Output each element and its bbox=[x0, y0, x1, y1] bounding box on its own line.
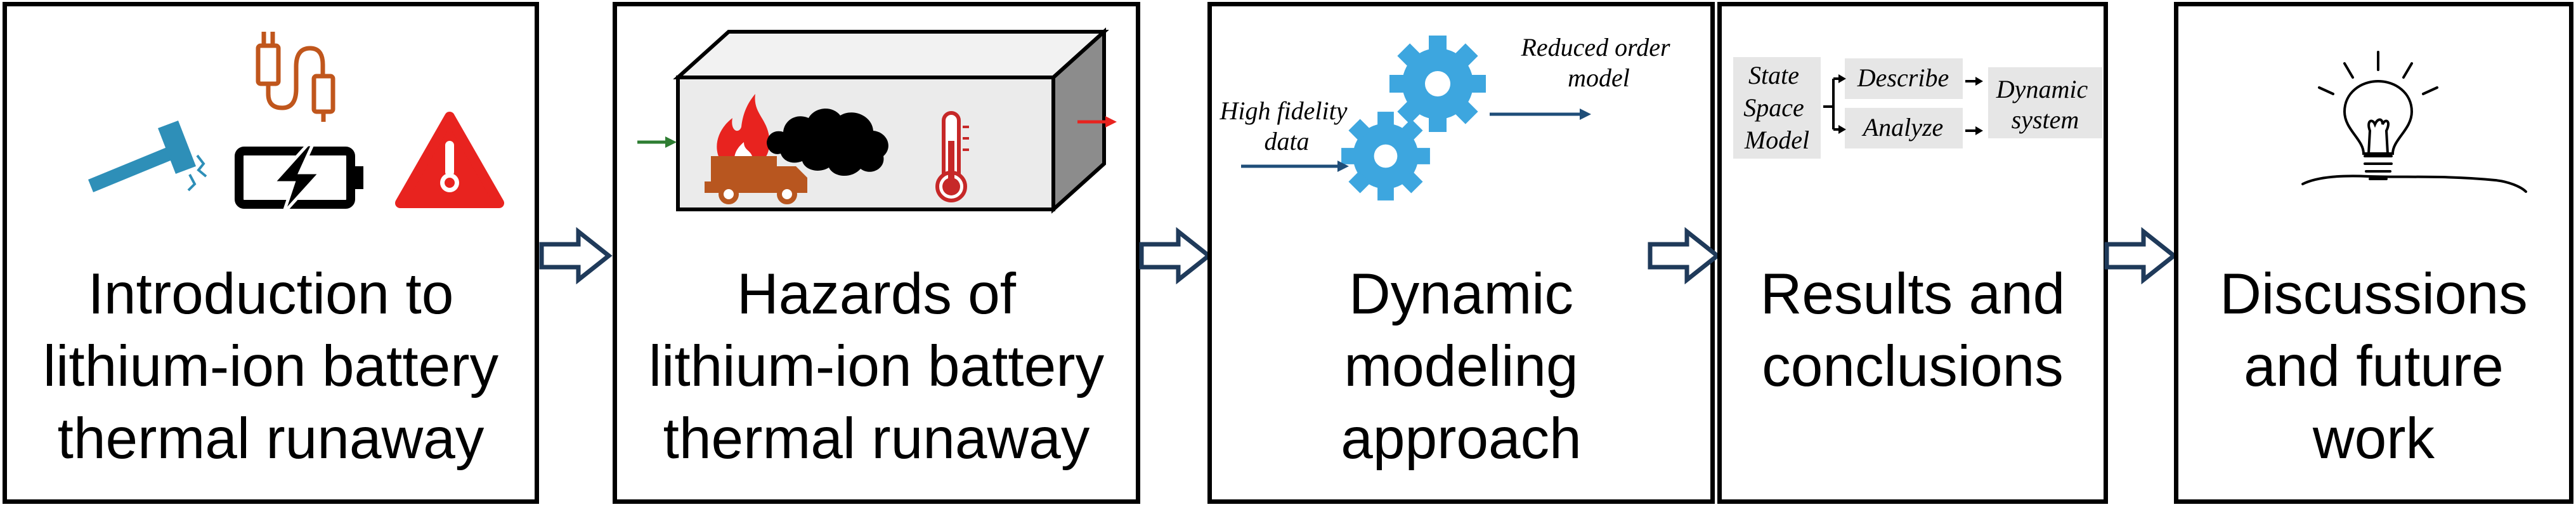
battery-box bbox=[673, 27, 1109, 214]
stage-modeling-caption: Dynamic modeling approach bbox=[1212, 258, 1710, 475]
caption-line: lithium-ion battery bbox=[42, 334, 499, 398]
modeling-illustration: High fidelity data Reduced order model bbox=[1219, 33, 1676, 201]
caption-line: conclusions bbox=[1762, 334, 2064, 398]
caption-line: Hazards of bbox=[736, 262, 1017, 326]
gear-icon bbox=[1341, 112, 1430, 201]
stage-intro: Introduction to lithium-ion battery ther… bbox=[3, 2, 539, 504]
caption-line: Results and bbox=[1760, 262, 2065, 326]
caption-line: thermal runaway bbox=[663, 407, 1090, 471]
describe-label: Describe bbox=[1857, 63, 1949, 92]
dynamic-system-label: Dynamic system bbox=[1996, 75, 2094, 134]
stage-results-caption: Results and conclusions bbox=[1722, 258, 2104, 403]
hammer-icon bbox=[88, 121, 207, 192]
lightbulb-icon bbox=[2301, 51, 2527, 193]
stage-discussion: Discussions and future work bbox=[2174, 2, 2573, 504]
truck-icon bbox=[705, 156, 807, 204]
stage-intro-caption: Introduction to lithium-ion battery ther… bbox=[7, 258, 535, 475]
stage-hazards: Hazards of lithium-ion battery thermal r… bbox=[613, 2, 1140, 504]
flow-arrow bbox=[1139, 227, 1213, 284]
output-arrow bbox=[1490, 109, 1591, 120]
discussion-illustration bbox=[2301, 51, 2527, 193]
thermometer-icon bbox=[935, 111, 969, 202]
battery-charging-icon bbox=[235, 143, 363, 214]
inlet-arrow bbox=[637, 136, 677, 148]
caption-line: lithium-ion battery bbox=[648, 334, 1105, 398]
stage-hazards-caption: Hazards of lithium-ion battery thermal r… bbox=[617, 258, 1136, 475]
stage-discussion-caption: Discussions and future work bbox=[2178, 258, 2569, 475]
results-illustration: State Space Model Describe Analyze Dynam… bbox=[1733, 57, 2102, 159]
charging-cable-icon bbox=[256, 32, 335, 122]
input-arrow bbox=[1241, 161, 1349, 172]
caption-line: Dynamic bbox=[1349, 262, 1573, 326]
warning-thermometer-icon bbox=[395, 112, 504, 208]
gear-icon bbox=[1389, 36, 1486, 132]
input-label: High fidelity data bbox=[1219, 96, 1353, 155]
output-label: Reduced order model bbox=[1520, 33, 1676, 92]
stage-results: State Space Model Describe Analyze Dynam… bbox=[1717, 2, 2108, 504]
smoke-icon bbox=[767, 109, 888, 176]
label-panels bbox=[1733, 57, 2102, 159]
flow-arrow bbox=[2104, 227, 2178, 284]
caption-line: work bbox=[2312, 407, 2435, 471]
state-space-model-label: State Space Model bbox=[1743, 61, 1811, 154]
analyze-label: Analyze bbox=[1861, 113, 1944, 142]
flow-arrow bbox=[539, 227, 613, 284]
stage-modeling: High fidelity data Reduced order model D… bbox=[1207, 2, 1715, 504]
hazards-illustration bbox=[637, 27, 1117, 214]
caption-line: modeling bbox=[1344, 334, 1578, 398]
caption-line: and future bbox=[2244, 334, 2504, 398]
caption-line: Introduction to bbox=[88, 262, 454, 326]
flow-arrow bbox=[1648, 227, 1721, 284]
connector-arrowheads bbox=[1838, 74, 1983, 135]
caption-line: Discussions bbox=[2220, 262, 2528, 326]
outlet-arrow bbox=[1077, 116, 1117, 128]
caption-line: thermal runaway bbox=[57, 407, 485, 471]
intro-illustration bbox=[88, 32, 504, 214]
caption-line: approach bbox=[1341, 407, 1582, 471]
